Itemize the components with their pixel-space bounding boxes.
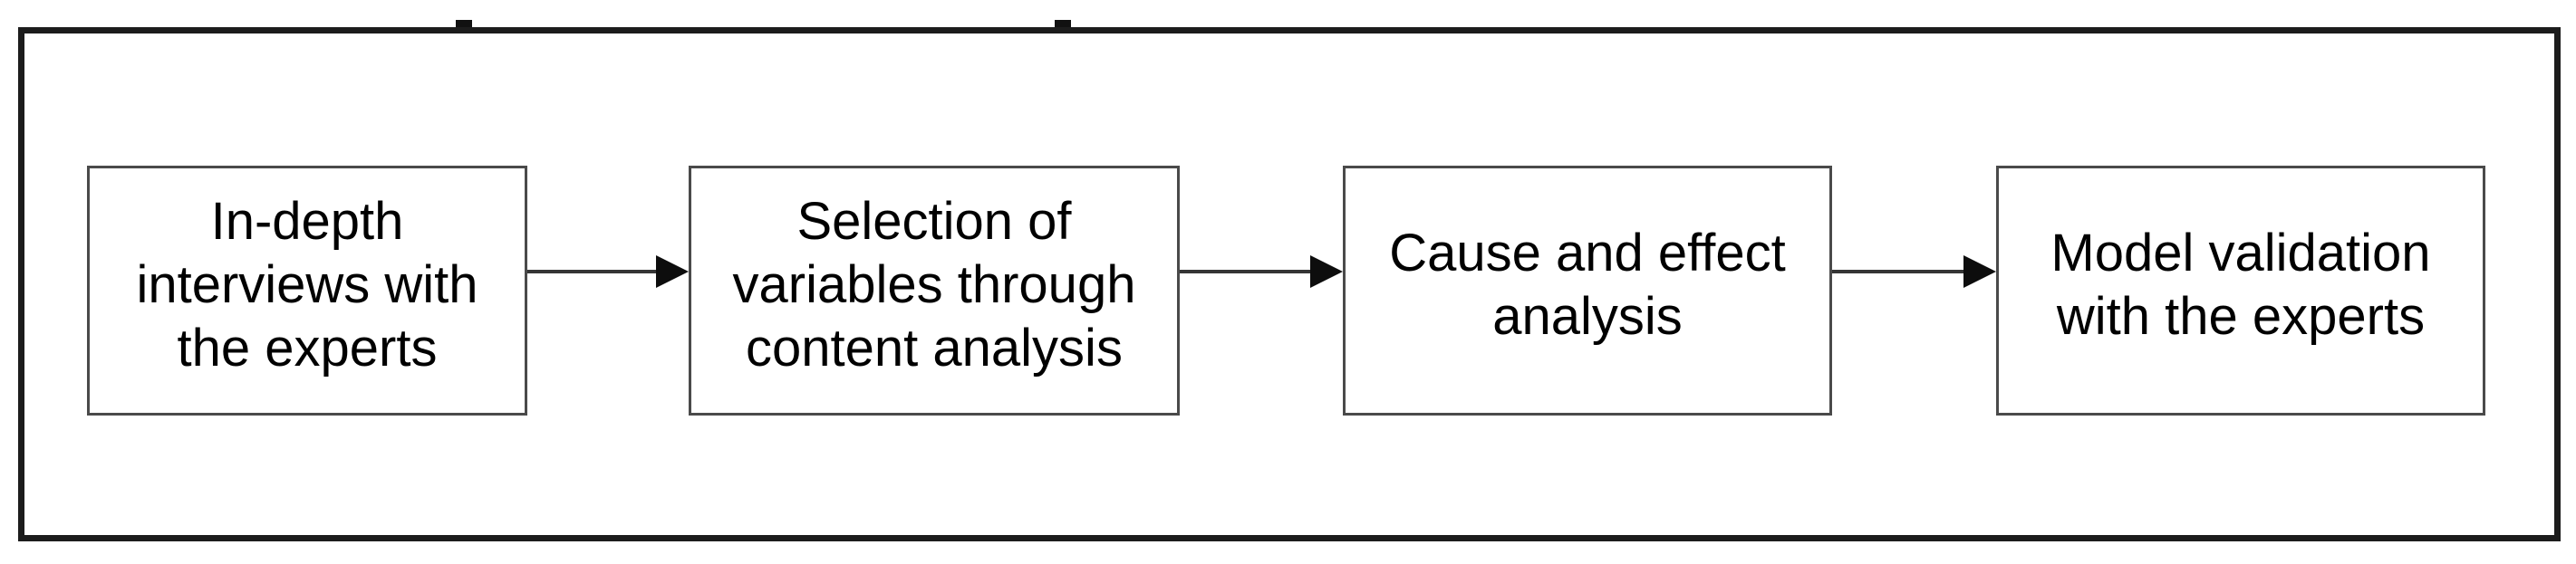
flowchart-step-variable-selection: Selection of variables through content a…: [689, 166, 1180, 416]
arrow-head-right-icon: [1963, 255, 1996, 288]
flow-arrow-1: [527, 255, 689, 288]
step-label-cause-effect: Cause and effect analysis: [1389, 224, 1786, 346]
arrow-line: [1832, 270, 1967, 273]
flowchart-step-interviews: In-depth interviews with the experts: [87, 166, 527, 416]
arrow-head-right-icon: [656, 255, 689, 288]
flowchart-step-model-validation: Model validation with the experts: [1996, 166, 2485, 416]
step-label-model-validation: Model validation with the experts: [2050, 224, 2431, 346]
cropped-text-artifact-left: [456, 20, 472, 27]
flow-arrow-2: [1180, 255, 1343, 288]
arrow-head-right-icon: [1310, 255, 1343, 288]
step-label-variable-selection: Selection of variables through content a…: [732, 192, 1136, 378]
step-label-interviews: In-depth interviews with the experts: [136, 192, 478, 378]
flow-arrow-3: [1832, 255, 1996, 288]
flowchart-step-cause-effect: Cause and effect analysis: [1343, 166, 1832, 416]
arrow-line: [527, 270, 660, 273]
cropped-text-artifact-right: [1055, 20, 1071, 27]
arrow-line: [1180, 270, 1314, 273]
